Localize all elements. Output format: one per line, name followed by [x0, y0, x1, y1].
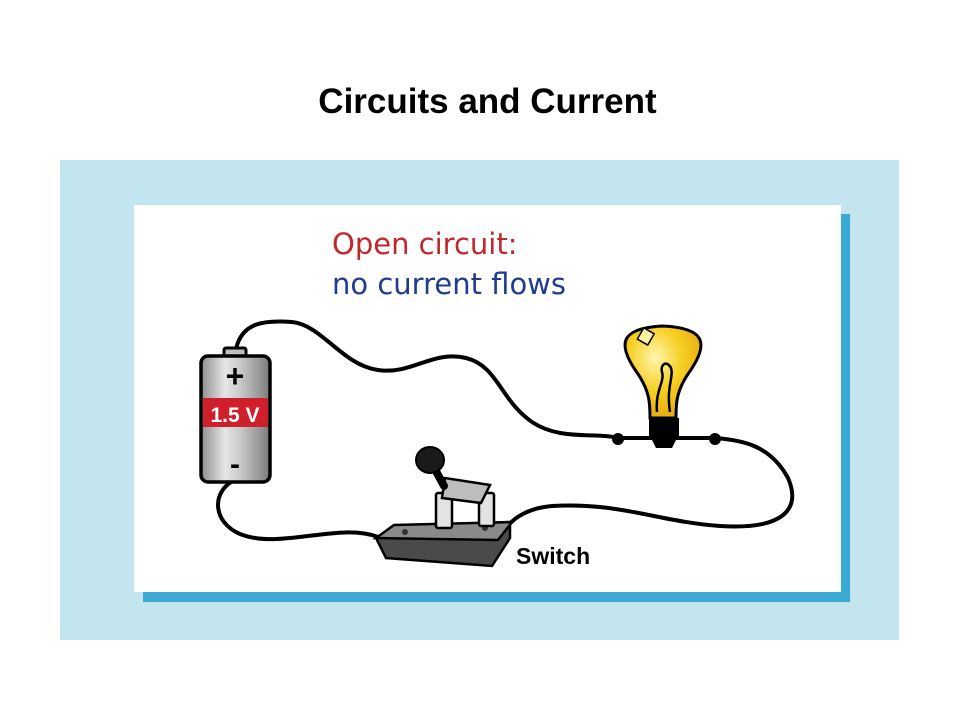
diagram-panel: Open circuit: no current flows 1.5 V + -: [60, 160, 899, 640]
wire-battery-to-bulb: [234, 319, 620, 440]
wire-battery-to-switch: [216, 479, 380, 542]
slide-title: Circuits and Current: [318, 82, 657, 121]
battery-negative-symbol: -: [230, 448, 240, 481]
bulb-base-tip: [651, 438, 677, 448]
battery-positive-symbol: +: [226, 358, 245, 394]
light-bulb: [623, 324, 703, 448]
knife-switch: [372, 446, 515, 568]
bulb-terminal-right-dot: [709, 433, 721, 445]
wire-bulb-to-switch: [506, 436, 795, 529]
switch-base-top: [372, 520, 515, 542]
caption-no-current: no current flows: [332, 267, 566, 301]
caption-open-circuit: Open circuit:: [332, 227, 517, 261]
switch-screw-left: [402, 529, 408, 535]
switch-label: Switch: [516, 543, 590, 569]
bulb-glass-highlight: [636, 326, 656, 347]
switch-handle-knob: [415, 446, 445, 474]
battery-band: [203, 398, 268, 427]
bulb-terminal-left-dot: [612, 433, 624, 445]
battery-voltage-label: 1.5 V: [210, 404, 259, 427]
bulb-base: [649, 418, 679, 438]
battery: 1.5 V + -: [199, 346, 272, 484]
bulb-filament: [655, 362, 673, 413]
circuit-diagram: Open circuit: no current flows 1.5 V + -: [60, 160, 899, 640]
